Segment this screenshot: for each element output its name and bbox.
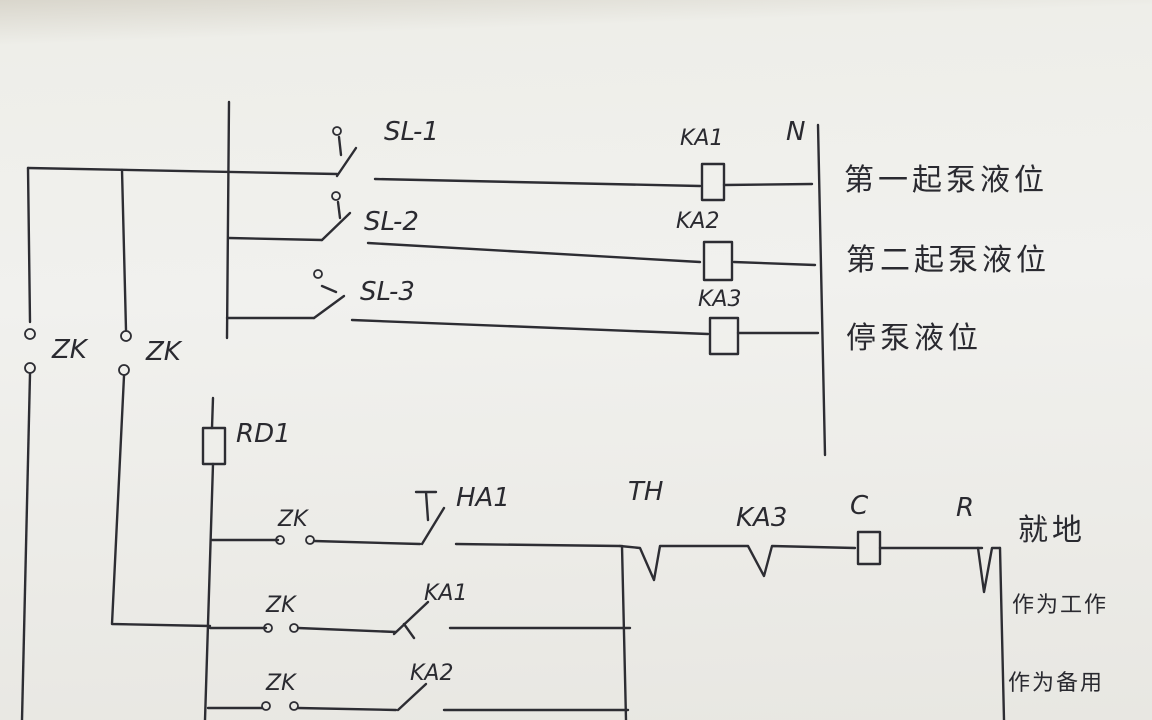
top-wiring bbox=[26, 100, 827, 457]
ka2-coil-label: KA2 bbox=[676, 209, 719, 234]
zk-left-label-1: ZK bbox=[51, 335, 89, 365]
zk-row3-label: ZK bbox=[265, 671, 297, 696]
bottom-row1 bbox=[210, 490, 1002, 594]
note-bottom1: 就地 bbox=[1018, 513, 1086, 548]
zk-selector-left bbox=[20, 328, 36, 720]
note-bottom3: 作为备用 bbox=[1008, 671, 1104, 696]
sl3-switch bbox=[312, 269, 346, 320]
sl1-switch bbox=[332, 126, 358, 178]
ka3-contact-label: KA3 bbox=[736, 503, 787, 533]
bottom-row3 bbox=[206, 682, 630, 712]
ka3-coil-icon bbox=[708, 316, 740, 356]
ka1-coil-label: KA1 bbox=[680, 126, 723, 151]
sl2-label: SL-2 bbox=[364, 207, 419, 237]
note-row2: 第二起泵液位 bbox=[846, 243, 1050, 278]
zk-row1-label: ZK bbox=[277, 507, 309, 532]
zk-selector-right bbox=[110, 330, 212, 628]
ka2-coil-icon bbox=[702, 240, 734, 282]
th-label: TH bbox=[628, 477, 663, 507]
note-bottom2: 作为工作 bbox=[1012, 593, 1108, 618]
n-bus-label: N bbox=[786, 117, 805, 147]
ka1-contact-label: KA1 bbox=[424, 581, 467, 606]
ka3-coil-label: KA3 bbox=[698, 287, 741, 312]
right-return-line bbox=[998, 546, 1006, 720]
ha1-label: HA1 bbox=[456, 483, 510, 513]
sl3-label: SL-3 bbox=[360, 277, 415, 307]
zk-left-label-2: ZK bbox=[145, 337, 183, 367]
bottom-row2 bbox=[208, 544, 632, 720]
note-row3: 停泵液位 bbox=[846, 321, 982, 356]
rd1-fuse bbox=[201, 396, 227, 720]
c-coil-label: C bbox=[850, 491, 869, 521]
rd1-label: RD1 bbox=[236, 419, 291, 449]
note-row1: 第一起泵液位 bbox=[844, 163, 1048, 198]
zk-row2-label: ZK bbox=[265, 593, 297, 618]
ka2-contact-label: KA2 bbox=[410, 661, 453, 686]
sl2-switch bbox=[320, 191, 352, 242]
r-contact-label: R bbox=[956, 493, 974, 523]
ka1-coil-icon bbox=[700, 162, 726, 202]
sl1-label: SL-1 bbox=[384, 117, 439, 147]
